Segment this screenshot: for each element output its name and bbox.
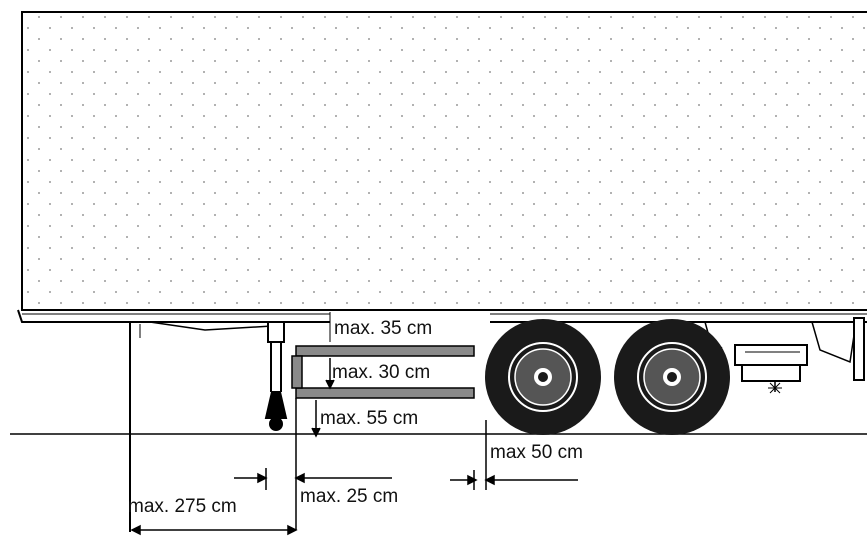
label-total-offset: max. 275 cm xyxy=(128,496,237,517)
label-ground-clearance: max. 55 cm xyxy=(320,408,418,429)
dimension-lines xyxy=(129,312,578,536)
label-rear-offset: max. 25 cm xyxy=(300,486,398,507)
landing-gear xyxy=(264,321,288,431)
wheel-front xyxy=(485,319,601,435)
label-wheel-gap: max 50 cm xyxy=(490,442,583,463)
label-bar-gap: max. 30 cm xyxy=(332,362,430,383)
wheel-rear xyxy=(614,319,730,435)
trailer-box xyxy=(21,11,867,311)
label-top-clearance: max. 35 cm xyxy=(334,318,432,339)
trailer-chassis xyxy=(17,309,867,394)
underrun-bars xyxy=(291,345,475,399)
